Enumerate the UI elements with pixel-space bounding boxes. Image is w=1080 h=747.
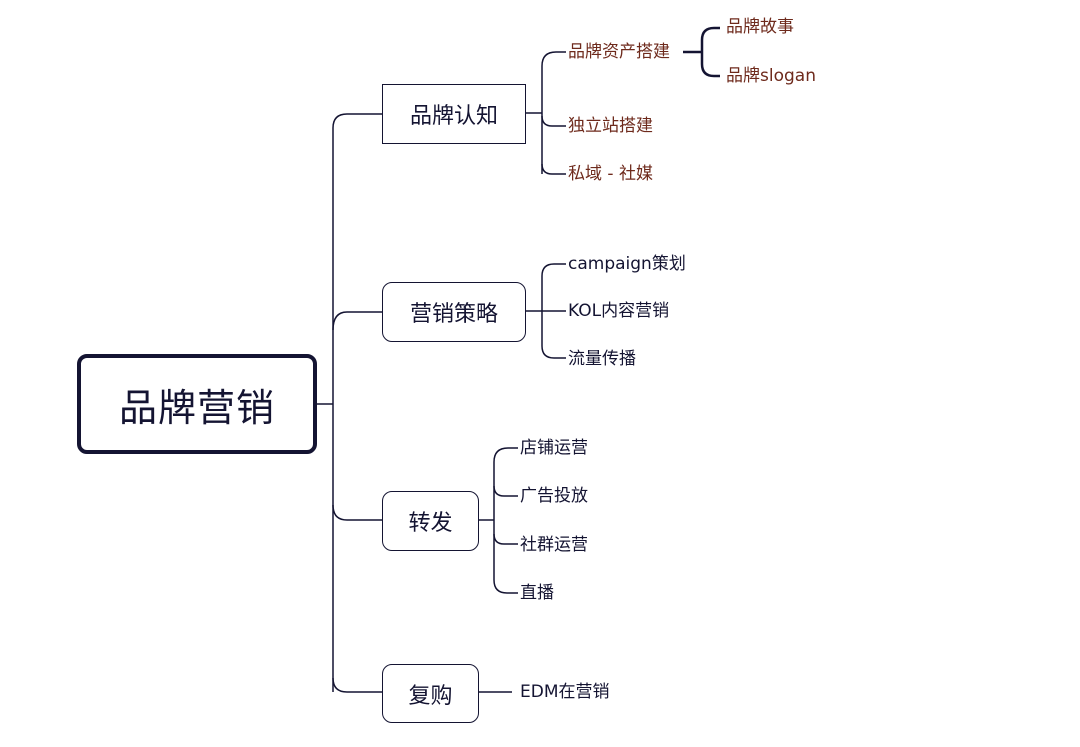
- topic-traffic-spread: 流量传播: [568, 349, 636, 369]
- topic-kol-content: KOL内容营销: [568, 301, 670, 321]
- root-topic: 品牌营销: [77, 354, 317, 454]
- branch-brand-awareness: 品牌认知: [382, 84, 526, 144]
- topic-ad-placement: 广告投放: [520, 486, 588, 506]
- topic-community-operation: 社群运营: [520, 535, 588, 555]
- topic-brand-slogan: 品牌slogan: [726, 66, 816, 86]
- topic-campaign-planning: campaign策划: [568, 254, 686, 274]
- topic-independent-site: 独立站搭建: [568, 116, 653, 136]
- topic-live-streaming: 直播: [520, 583, 554, 603]
- branch-repurchase: 复购: [382, 664, 479, 723]
- topic-store-operation: 店铺运营: [520, 438, 588, 458]
- topic-private-domain-social: 私域 - 社媒: [568, 164, 653, 184]
- branch-marketing-strategy: 营销策略: [382, 282, 526, 342]
- branch-forwarding: 转发: [382, 491, 479, 551]
- topic-edm-remarketing: EDM在营销: [520, 682, 610, 702]
- topic-brand-story: 品牌故事: [726, 17, 794, 37]
- topic-brand-asset-building: 品牌资产搭建: [568, 42, 670, 62]
